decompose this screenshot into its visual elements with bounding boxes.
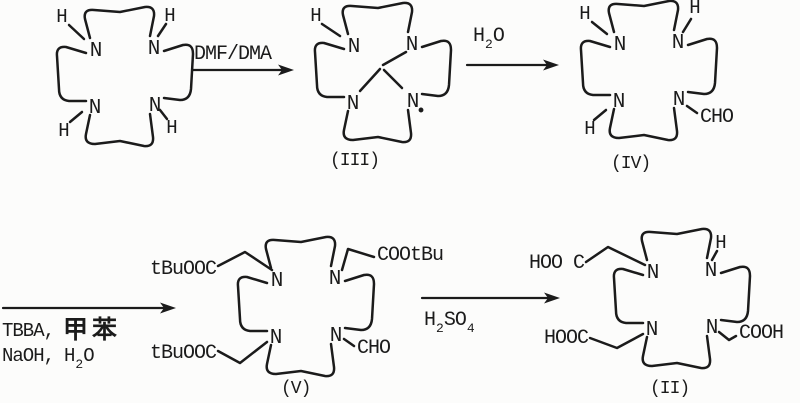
radical-dot: • xyxy=(416,102,427,122)
ester-group-label: tBuOOC xyxy=(150,342,217,365)
compound-caption-v: (V) xyxy=(281,379,311,399)
ester-bond xyxy=(216,250,274,272)
reagent-tbba: TBBA, xyxy=(2,320,55,343)
ester-group-label: tBuOOC xyxy=(150,258,217,281)
macrocycle-ring xyxy=(313,1,453,144)
nitrogen-label: N xyxy=(270,327,283,350)
acid-group-label: HOOC xyxy=(544,327,589,350)
nitrogen-label: N xyxy=(271,270,284,293)
nh-bond xyxy=(156,22,168,38)
macrocycle-ring xyxy=(612,227,752,370)
nitrogen-label: N xyxy=(614,34,627,57)
macrocycle-ring xyxy=(55,5,195,148)
reagent-label-water: H2O xyxy=(473,25,505,52)
acid-bond xyxy=(717,330,738,342)
arrow-head xyxy=(544,292,560,304)
reagent-line-1: TBBA, 甲苯 xyxy=(2,317,121,342)
compound-caption-iv: (IV) xyxy=(611,154,651,174)
compound-triacid-ii: N N N N HOO C H HOOC COOH xyxy=(529,227,784,370)
nh-bond xyxy=(681,17,693,34)
arrow-head xyxy=(278,64,294,76)
reagent-toluene-cjk: 甲苯 xyxy=(63,315,122,344)
nh-hydrogen-label: H xyxy=(584,118,595,140)
arrow-head xyxy=(543,59,559,71)
water-o: O xyxy=(83,345,94,367)
acid-subscript-2: 2 xyxy=(436,321,444,336)
acid-bond xyxy=(584,245,647,267)
ester-group-label: COOtBu xyxy=(377,244,443,267)
acid-h: H xyxy=(424,309,436,332)
water-h: H xyxy=(473,25,485,48)
nh-bond xyxy=(320,22,342,38)
formyl-bond xyxy=(342,337,356,348)
acid-group-label: COOH xyxy=(739,322,783,345)
macrocycle-ring xyxy=(579,0,719,142)
nh-hydrogen-label: H xyxy=(715,232,726,254)
nh-bond xyxy=(710,249,719,262)
nitrogen-label: N xyxy=(348,36,361,59)
reaction-arrow-1 xyxy=(190,64,294,76)
nitrogen-label: N xyxy=(330,325,343,348)
nh-hydrogen-label: H xyxy=(579,3,590,25)
nitrogen-label: N xyxy=(347,93,360,116)
nitrogen-label: N xyxy=(705,260,718,283)
compound-triester-v: N N N N tBuOOC COOtBu tBuOOC CHO xyxy=(150,235,444,378)
nh-hydrogen-label: H xyxy=(689,0,700,19)
nitrogen-label: N xyxy=(406,34,419,57)
nh-hydrogen-label: H xyxy=(310,5,321,27)
compound-caption-iii: (III) xyxy=(330,151,380,171)
formyl-group-label: CHO xyxy=(357,337,390,360)
compound-formyl-iv: N N N N H H H CHO xyxy=(579,0,734,142)
nh-bond xyxy=(590,20,609,36)
water-subscript: 2 xyxy=(75,357,83,372)
acid-subscript-4: 4 xyxy=(466,321,475,336)
nitrogen-label: N xyxy=(90,40,103,63)
reaction-arrow-3 xyxy=(1,302,176,314)
nitrogen-label: N xyxy=(407,91,420,114)
acid-group-label: HOO C xyxy=(529,252,585,275)
aminal-bridge-bond xyxy=(382,68,404,90)
formyl-bond xyxy=(685,104,699,115)
macrocycle-ring xyxy=(236,235,376,378)
aminal-bridge-bond xyxy=(358,67,382,93)
nh-bond xyxy=(158,108,169,121)
ester-bond xyxy=(340,247,376,272)
reagent-label-dmf-dma: DMF/DMA xyxy=(194,43,272,66)
reaction-arrow-2 xyxy=(465,59,559,71)
formyl-group-label: CHO xyxy=(700,106,733,129)
compound-aminal-iii: N N N N H • xyxy=(310,1,453,144)
nitrogen-label: N xyxy=(646,319,659,342)
aminal-bridge-bond xyxy=(381,50,408,67)
acid-so: SO xyxy=(443,309,467,332)
nitrogen-label: N xyxy=(89,97,102,120)
nitrogen-label: N xyxy=(706,317,719,340)
ester-bond xyxy=(216,340,269,365)
nh-bond xyxy=(592,108,608,122)
compound-caption-ii: (II) xyxy=(650,379,690,399)
acid-bond xyxy=(588,332,645,350)
nitrogen-label: N xyxy=(149,95,162,118)
nitrogen-label: N xyxy=(329,268,342,291)
nitrogen-label: N xyxy=(148,38,161,61)
reagent-label-sulfuric-acid: H2SO4 xyxy=(424,309,475,336)
water-o: O xyxy=(492,25,505,48)
water-subscript: 2 xyxy=(485,37,493,52)
arrow-head xyxy=(160,302,176,314)
nh-hydrogen-label: H xyxy=(164,5,175,27)
nitrogen-label: N xyxy=(673,89,686,112)
nh-bond xyxy=(68,110,84,124)
nitrogen-label: N xyxy=(672,32,685,55)
nh-hydrogen-label: H xyxy=(56,6,67,28)
nh-bond xyxy=(67,23,86,41)
reagent-line-2: NaOH, H2O xyxy=(2,345,95,372)
reaction-arrow-4 xyxy=(420,292,560,304)
nh-hydrogen-label: H xyxy=(166,117,177,139)
compound-cyclen: N N N N H H H H xyxy=(55,5,195,148)
water-h: H xyxy=(64,345,75,367)
nh-hydrogen-label: H xyxy=(58,120,69,142)
nitrogen-label: N xyxy=(613,91,626,114)
nitrogen-label: N xyxy=(647,262,660,285)
reagent-naoh: NaOH, xyxy=(2,345,55,367)
